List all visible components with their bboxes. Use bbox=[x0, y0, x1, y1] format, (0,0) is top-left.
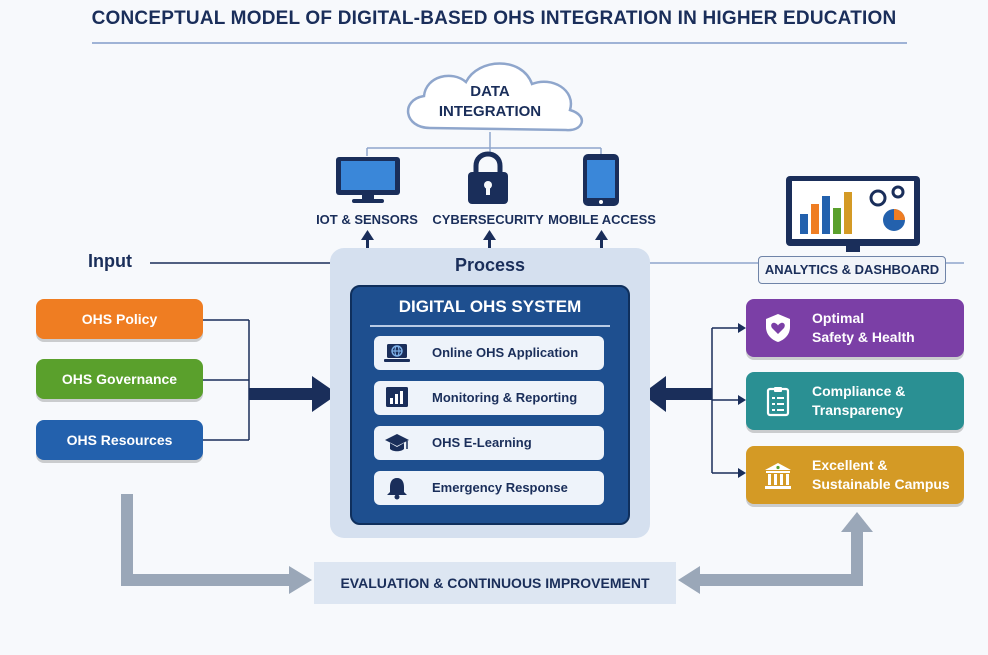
output-line1: Optimal bbox=[812, 310, 865, 326]
output-line2: Safety & Health bbox=[812, 329, 915, 345]
cloud-label-line2: INTEGRATION bbox=[438, 103, 542, 120]
device-up-arrows bbox=[361, 230, 608, 248]
system-item-label: Monitoring & Reporting bbox=[432, 390, 578, 405]
analytics-monitor-icon bbox=[786, 176, 920, 252]
padlock-icon bbox=[468, 151, 508, 204]
input-ohs-governance: OHS Governance bbox=[36, 359, 203, 399]
monitor-icon bbox=[336, 157, 400, 203]
shield-heart-icon bbox=[766, 314, 790, 342]
smartphone-icon bbox=[583, 154, 619, 206]
campus-building-icon bbox=[765, 463, 791, 489]
input-label: Input bbox=[88, 251, 132, 271]
system-title-rule bbox=[370, 325, 610, 327]
evaluation-box: EVALUATION & CONTINUOUS IMPROVEMENT bbox=[314, 562, 676, 604]
output-label: Compliance & Transparency bbox=[812, 382, 905, 420]
output-line1: Excellent & bbox=[812, 457, 888, 473]
output-feedback-arrow bbox=[642, 376, 712, 412]
system-item-label: OHS E-Learning bbox=[432, 435, 532, 450]
system-item-online-application: Online OHS Application bbox=[374, 336, 604, 370]
cloud-label: DATA INTEGRATION bbox=[420, 82, 560, 122]
input-ohs-resources: OHS Resources bbox=[36, 420, 203, 460]
page-title: CONCEPTUAL MODEL OF DIGITAL-BASED OHS IN… bbox=[91, 8, 897, 29]
analytics-dashboard-label: ANALYTICS & DASHBOARD bbox=[758, 256, 946, 284]
output-line2: Transparency bbox=[812, 402, 904, 418]
device-label-cybersecurity: CYBERSECURITY bbox=[432, 212, 544, 227]
system-item-emergency: Emergency Response bbox=[374, 471, 604, 505]
title-underline bbox=[92, 42, 907, 44]
system-item-elearning: OHS E-Learning bbox=[374, 426, 604, 460]
output-label: Excellent & Sustainable Campus bbox=[812, 456, 950, 494]
output-line1: Compliance & bbox=[812, 383, 906, 399]
output-sustainable-campus: Excellent & Sustainable Campus bbox=[746, 446, 964, 504]
system-item-label: Online OHS Application bbox=[432, 345, 579, 360]
device-label-iot: IOT & SENSORS bbox=[316, 212, 418, 227]
bar-chart-icon bbox=[386, 387, 408, 407]
input-arrow bbox=[249, 376, 338, 412]
input-bracket bbox=[203, 319, 250, 441]
cloud-label-line1: DATA bbox=[470, 83, 510, 100]
laptop-globe-icon bbox=[384, 344, 410, 362]
evaluation-loop-arrows bbox=[121, 494, 873, 594]
system-item-monitoring: Monitoring & Reporting bbox=[374, 381, 604, 415]
graduation-cap-icon bbox=[385, 434, 409, 452]
input-ohs-policy: OHS Policy bbox=[36, 299, 203, 339]
alarm-bell-icon bbox=[387, 478, 407, 500]
clipboard-checklist-icon bbox=[766, 387, 790, 417]
output-bracket bbox=[711, 327, 738, 474]
system-item-label: Emergency Response bbox=[432, 480, 568, 495]
output-compliance: Compliance & Transparency bbox=[746, 372, 964, 430]
output-line2: Sustainable Campus bbox=[812, 476, 950, 492]
digital-ohs-system-title: DIGITAL OHS SYSTEM bbox=[398, 297, 582, 316]
cloud-icon bbox=[406, 62, 583, 132]
device-label-mobile: MOBILE ACCESS bbox=[548, 212, 656, 227]
process-label: Process bbox=[454, 255, 526, 275]
